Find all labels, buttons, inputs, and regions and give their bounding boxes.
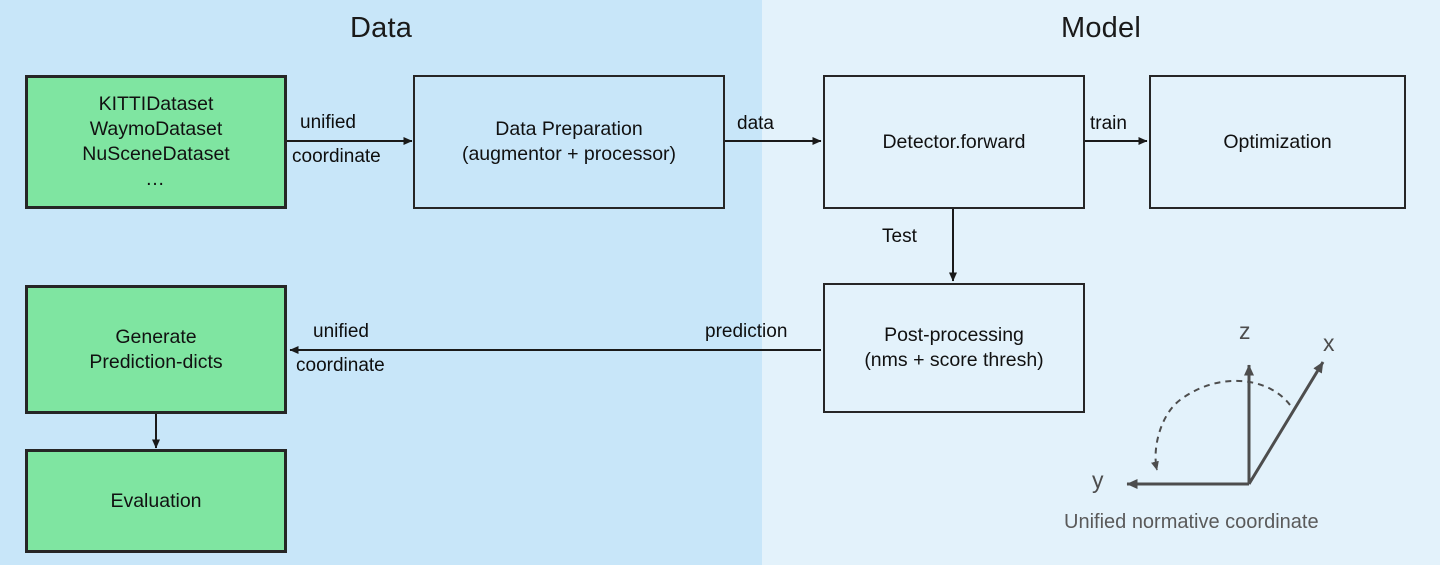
edge-label-data: data: [737, 113, 774, 134]
axis-label-y: y: [1092, 467, 1104, 493]
node-generate-line-2: Prediction-dicts: [89, 350, 223, 373]
node-optimization[interactable]: Optimization: [1149, 75, 1406, 209]
node-optimization-label: Optimization: [1223, 130, 1332, 153]
section-title-model: Model: [1061, 12, 1141, 44]
node-data-preparation-line-1: Data Preparation: [495, 118, 643, 141]
node-datasets-line-3: NuSceneDataset: [82, 143, 230, 165]
edge-label-prediction: prediction: [705, 321, 788, 342]
node-detector-forward[interactable]: Detector.forward: [823, 75, 1085, 209]
node-data-preparation-line-2: (augmentor + processor): [461, 143, 677, 165]
axis-label-x: x: [1323, 330, 1335, 356]
node-datasets-line-1: KITTIDataset: [98, 93, 214, 116]
node-data-preparation[interactable]: Data Preparation (augmentor + processor): [413, 75, 725, 209]
node-datasets-line-4: …: [145, 167, 167, 190]
node-post-processing-line-1: Post-processing: [884, 324, 1024, 347]
edge-label-unified-top-2: unified: [313, 321, 369, 342]
node-evaluation[interactable]: Evaluation: [25, 449, 287, 553]
node-generate-line-1: Generate: [115, 325, 197, 348]
edge-label-coordinate-bottom: coordinate: [292, 146, 381, 167]
edge-label-test: Test: [882, 226, 917, 247]
node-detector-forward-label: Detector.forward: [882, 130, 1026, 153]
node-datasets-line-2: WaymoDataset: [89, 118, 223, 141]
edge-label-coordinate-bottom-2: coordinate: [296, 355, 385, 376]
node-post-processing[interactable]: Post-processing (nms + score thresh): [823, 283, 1085, 413]
section-title-data: Data: [349, 12, 413, 44]
node-post-processing-line-2: (nms + score thresh): [864, 349, 1044, 371]
axis-label-z: z: [1239, 318, 1251, 344]
edge-label-train: train: [1090, 113, 1127, 134]
node-generate-prediction-dicts[interactable]: Generate Prediction-dicts: [25, 285, 287, 414]
edge-label-unified-top: unified: [300, 112, 356, 133]
node-evaluation-label: Evaluation: [110, 489, 202, 512]
node-datasets[interactable]: KITTIDataset WaymoDataset NuSceneDataset…: [25, 75, 287, 209]
panel-model: [762, 0, 1440, 565]
axis-caption: Unified normative coordinate: [1064, 511, 1319, 533]
